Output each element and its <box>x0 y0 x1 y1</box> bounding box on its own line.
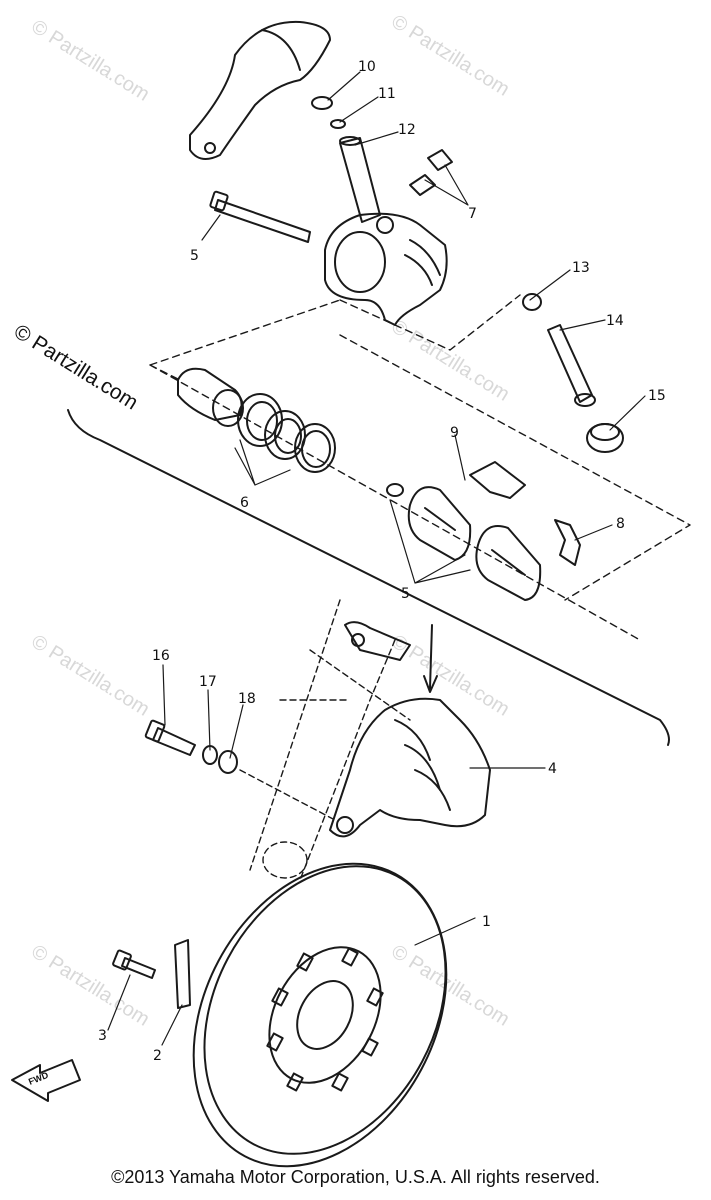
watermark-text: © Partzilla.com <box>27 941 153 1031</box>
callout-17: 17 <box>199 674 217 690</box>
watermark-text: © Partzilla.com <box>387 316 513 406</box>
nut-10 <box>311 96 333 110</box>
shim-plate-9 <box>469 461 526 499</box>
callout-8: 8 <box>616 516 625 532</box>
callout-4: 4 <box>548 761 557 777</box>
callout-14: 14 <box>606 313 624 329</box>
exploded-view-dashed-frame <box>149 294 691 641</box>
callout-16: 16 <box>152 648 170 664</box>
callout-12: 12 <box>398 122 416 138</box>
grouping-bracket-line <box>67 409 670 746</box>
leader-lines <box>107 71 646 1046</box>
mounting-dashed-lines <box>239 649 411 821</box>
upper-bracket-arm <box>189 20 331 160</box>
callout-13: 13 <box>572 260 590 276</box>
watermark-text: © Partzilla.com <box>387 941 513 1031</box>
callout-9: 9 <box>450 425 459 441</box>
pin-12 <box>339 136 381 223</box>
fork-mount-tab <box>344 621 411 661</box>
watermark-text: © Partzilla.com <box>27 16 153 106</box>
nut-13 <box>522 293 542 311</box>
brake-pad-5b <box>475 525 542 601</box>
fwd-arrow-icon <box>11 1059 81 1102</box>
callout-labels: 1 2 3 4 5 5 6 7 8 9 10 11 12 13 14 15 16… <box>98 59 666 1064</box>
callout-5-lower: 5 <box>401 586 410 602</box>
washer-18 <box>218 750 238 774</box>
fork-leg <box>249 599 396 881</box>
brake-disc-1 <box>192 862 448 1168</box>
washer-11 <box>330 119 346 129</box>
callout-7: 7 <box>468 206 477 222</box>
piston-6 <box>177 367 244 427</box>
cap-15 <box>586 423 624 453</box>
callout-11: 11 <box>378 86 396 102</box>
bolt-14 <box>547 324 596 407</box>
fwd-label: FWD <box>27 1070 50 1087</box>
callout-3: 3 <box>98 1028 107 1044</box>
callout-10: 10 <box>358 59 376 75</box>
callout-5-upper: 5 <box>190 248 199 264</box>
callout-2: 2 <box>153 1048 162 1064</box>
watermark-text: © Partzilla.com <box>387 11 513 101</box>
callout-6: 6 <box>240 495 249 511</box>
callout-18: 18 <box>238 691 256 707</box>
caliper-assembly-4 <box>329 697 491 838</box>
bolt-16 <box>144 719 196 756</box>
watermark-text: © Partzilla.com <box>27 631 153 721</box>
seal-6b <box>264 410 306 460</box>
callout-15: 15 <box>648 388 666 404</box>
brake-pad-5a <box>386 483 472 561</box>
caliper-body-upper <box>324 212 448 326</box>
seal-6c <box>294 423 336 473</box>
assembly-arrow <box>423 624 438 693</box>
copyright-notice: ©2013 Yamaha Motor Corporation, U.S.A. A… <box>111 1167 600 1187</box>
disc-bolt-3 <box>112 949 156 979</box>
callout-1: 1 <box>482 914 491 930</box>
watermark-layer: © Partzilla.com © Partzilla.com © Partzi… <box>27 11 513 1031</box>
spring-clip-8 <box>554 519 581 566</box>
lock-plate-2 <box>174 939 191 1009</box>
bolt-5-upper <box>209 190 311 243</box>
bleed-screw-7 <box>409 149 453 196</box>
